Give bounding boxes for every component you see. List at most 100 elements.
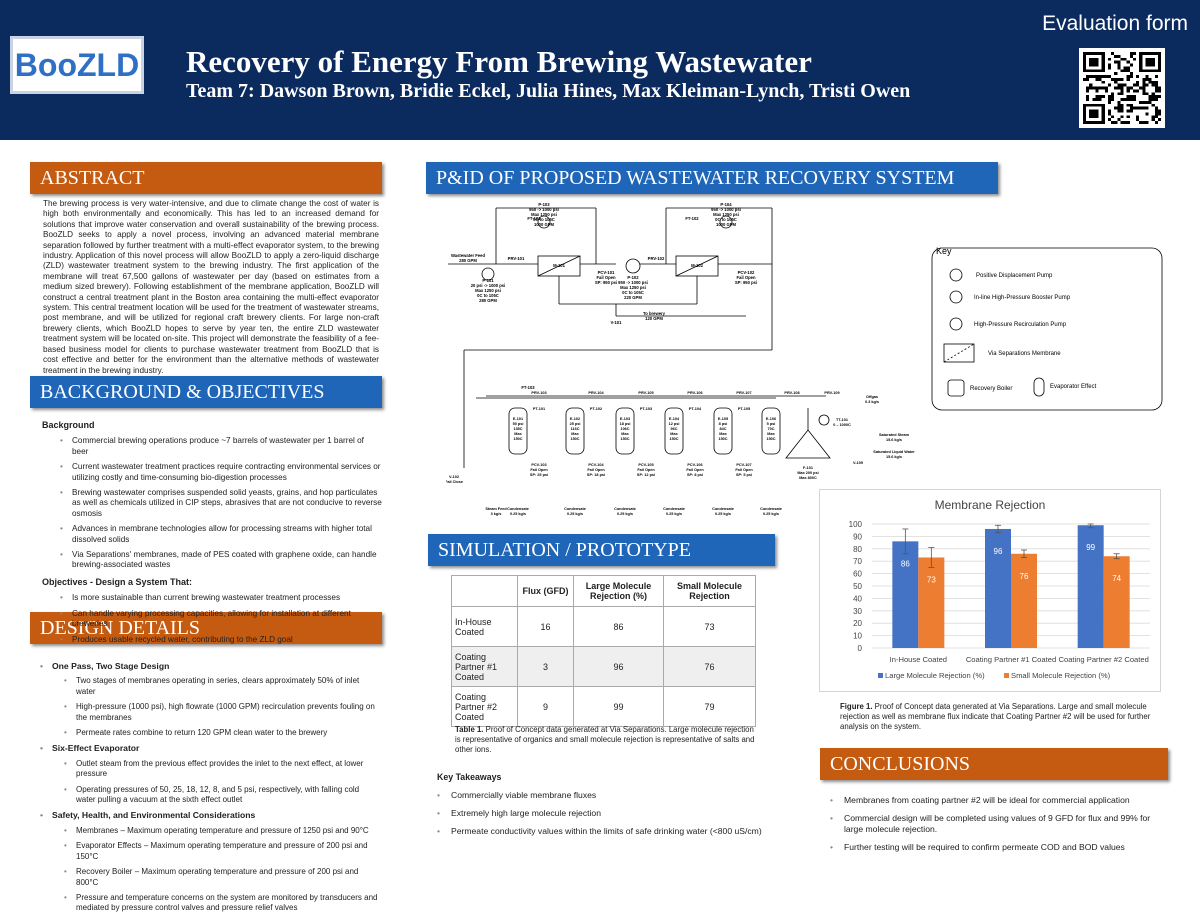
- qr-module: [1126, 66, 1130, 70]
- list-item: Advances in membrane technologies allow …: [42, 524, 382, 545]
- qr-module: [1083, 103, 1087, 124]
- diagram-label: FT-102: [685, 216, 699, 221]
- qr-module: [1145, 77, 1149, 81]
- design-group: Safety, Health, and Environmental Consid…: [40, 810, 380, 913]
- background-content: Background Commercial brewing operations…: [42, 414, 382, 650]
- diagram-label: 0.25 kg/s: [763, 512, 779, 516]
- qr-module: [1086, 75, 1090, 78]
- diagram-label: 96C: [671, 427, 678, 431]
- qr-module: [1123, 83, 1127, 87]
- qr-module: [1089, 75, 1093, 78]
- diagram-label: 12 psi: [669, 422, 680, 426]
- qr-module: [1098, 77, 1102, 81]
- diagram-label: PCV-103: [531, 463, 546, 467]
- diagram-label: PRV-104: [588, 391, 604, 395]
- y-tick-label: 90: [853, 532, 862, 541]
- evaporator-effect-icon: [761, 407, 781, 455]
- qr-module: [1157, 52, 1161, 73]
- qr-module: [1117, 77, 1121, 81]
- qr-module: [1117, 92, 1121, 96]
- evaporator-effect-icon: [664, 407, 684, 455]
- diagram-label: 280 GPM: [479, 298, 497, 303]
- table-cell: 86: [573, 606, 664, 647]
- diagram-label: PCV-107: [736, 463, 751, 467]
- list-item: Further testing will be required to conf…: [830, 842, 1165, 853]
- qr-module: [1083, 69, 1105, 73]
- poster-title: Recovery of Energy From Brewing Wastewat…: [186, 44, 812, 79]
- diagram-label: 1000 GPM: [534, 222, 555, 227]
- key-item-label: In-line High-Pressure Booster Pump: [974, 295, 1071, 301]
- diagram-label: PRV-106: [687, 391, 702, 395]
- pid-heading: P&ID OF PROPOSED WASTEWATER RECOVERY SYS…: [426, 162, 998, 194]
- y-tick-label: 50: [853, 582, 862, 591]
- x-tick-label: Coating Partner #1 Coated: [966, 655, 1056, 664]
- objectives-subheading: Objectives - Design a System That:: [42, 576, 193, 587]
- qr-module: [1154, 83, 1158, 87]
- qr-module: [1154, 106, 1158, 110]
- diagram-label: 150C: [718, 437, 727, 441]
- table-cell: In-House Coated: [451, 606, 518, 647]
- diagram-label: 70C: [768, 427, 775, 431]
- diagram-label: PT-104: [689, 407, 702, 411]
- diagram-label: Max: [621, 432, 629, 436]
- diagram-label: 15.6 kg/s: [886, 455, 902, 459]
- diagram-label: M-102: [691, 263, 704, 268]
- diagram-label: SP: 12 psi: [637, 473, 655, 477]
- qr-module: [1136, 115, 1140, 119]
- qr-module: [1111, 92, 1115, 96]
- y-tick-label: 60: [853, 570, 862, 579]
- qr-module: [1117, 83, 1121, 87]
- list-item: Operating pressures of 50, 25, 18, 12, 8…: [52, 785, 380, 806]
- qr-module: [1154, 75, 1158, 78]
- evaluation-form-link[interactable]: Evaluation form: [1042, 12, 1188, 35]
- diagram-label: E-101: [513, 417, 523, 421]
- diagram-label: Condensate: [614, 507, 636, 511]
- y-tick-label: 80: [853, 545, 862, 554]
- list-item: Commercial design will be completed usin…: [830, 813, 1165, 835]
- diagram-label: 0C to 105C: [715, 217, 737, 222]
- design-list: One Pass, Two Stage DesignTwo stages of …: [40, 661, 380, 914]
- qr-module: [1107, 112, 1112, 116]
- qr-module: [1123, 69, 1127, 73]
- design-group-title: Safety, Health, and Environmental Consid…: [52, 810, 256, 821]
- qr-module: [1142, 80, 1146, 84]
- diagram-label: PT-102: [590, 407, 602, 411]
- diagram-label: Wastewater Feed: [451, 253, 485, 258]
- diagram-label: PCV-102: [738, 270, 755, 275]
- qr-module: [1129, 109, 1133, 113]
- qr-module: [1154, 86, 1158, 90]
- diagram-label: PRV-107: [736, 391, 751, 395]
- diagram-label: PRV-103: [531, 391, 546, 395]
- table-cell: 79: [663, 686, 756, 727]
- data-label: 86: [901, 559, 910, 568]
- figure-caption: Figure 1. Proof of Concept data generate…: [840, 702, 1170, 732]
- chart-bar: [1103, 556, 1130, 648]
- qr-module: [1095, 95, 1099, 99]
- qr-module: [1129, 95, 1133, 99]
- diagram-label: 15.6 kg/s: [886, 438, 902, 442]
- key-takeaways-list: Commercially viable membrane fluxesExtre…: [437, 790, 797, 837]
- data-label: 74: [1112, 574, 1121, 583]
- diagram-label: Condensate: [507, 507, 529, 511]
- key-item-label: Positive Displacement Pump: [976, 273, 1053, 279]
- x-tick-label: In-House Coated: [890, 655, 947, 664]
- diagram-label: 0.3 kg/s: [865, 400, 879, 404]
- qr-module: [1142, 92, 1146, 96]
- table-cell: 76: [663, 646, 756, 687]
- results-table: Flux (GFD) Large Molecule Rejection (%) …: [451, 575, 756, 727]
- y-tick-label: 100: [849, 520, 863, 529]
- diagram-label: V-101: [611, 320, 623, 325]
- diagram-label: E-103: [620, 417, 630, 421]
- qr-module: [1095, 89, 1099, 93]
- y-tick-label: 20: [853, 619, 862, 628]
- list-item: Membranes – Maximum operating temperatur…: [52, 826, 380, 837]
- diagram-label: 3 kg/s: [491, 512, 502, 516]
- qr-module: [1095, 98, 1099, 101]
- background-heading: BACKGROUND & OBJECTIVES: [30, 376, 382, 408]
- qr-code-icon[interactable]: [1079, 48, 1165, 128]
- diagram-label: 0.25 kg/s: [666, 512, 682, 516]
- qr-module: [1089, 109, 1099, 119]
- qr-module: [1101, 52, 1105, 73]
- qr-module: [1089, 86, 1093, 90]
- table-caption-text: Proof of Concept data generated at Via S…: [455, 725, 755, 754]
